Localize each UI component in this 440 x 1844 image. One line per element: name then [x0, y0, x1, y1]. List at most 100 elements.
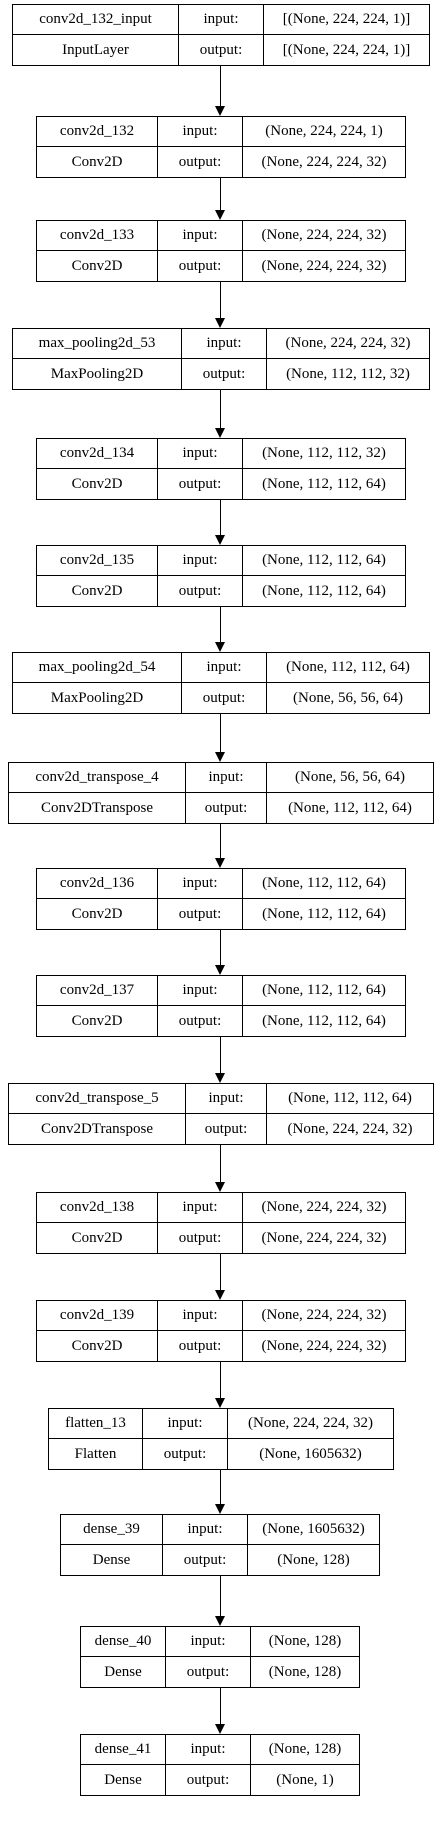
input-label: input:: [186, 763, 267, 793]
input-label: input:: [186, 1084, 267, 1114]
output-label: output:: [182, 359, 267, 389]
output-shape: (None, 112, 112, 64): [262, 475, 386, 492]
input-label: input:: [158, 439, 243, 469]
output-shape: (None, 224, 224, 32): [261, 153, 387, 170]
output-label: output:: [158, 576, 243, 606]
input-shape: (None, 128): [251, 1735, 359, 1765]
input-shape: (None, 112, 112, 64): [267, 653, 429, 683]
edge-line: [219, 1362, 221, 1398]
input-label: input:: [166, 1627, 251, 1657]
layer-type: Conv2D: [37, 147, 158, 177]
layer-type: Dense: [61, 1545, 163, 1575]
output-shape: (None, 128): [277, 1551, 350, 1568]
edge-line: [219, 178, 221, 210]
edge-line: [219, 1037, 221, 1073]
output-shape: (None, 128): [268, 1663, 342, 1680]
arrow-head-icon: [215, 1290, 225, 1300]
input-shape: [(None, 224, 224, 1)]: [264, 5, 429, 35]
input-shape: (None, 56, 56, 64): [267, 763, 433, 793]
layer-type: Conv2D: [37, 469, 158, 499]
layer-name: conv2d_132: [37, 117, 158, 147]
output-shape: (None, 1605632): [259, 1445, 362, 1462]
output-shape: [(None, 224, 224, 1)]: [282, 41, 411, 58]
edge-line: [219, 1470, 221, 1504]
edge-line: [219, 930, 221, 965]
output-label: output:: [182, 683, 267, 713]
edge-line: [219, 1688, 221, 1724]
output-label: output:: [158, 147, 243, 177]
edge-line: [219, 714, 221, 752]
layer-type: Dense: [81, 1657, 166, 1687]
layer-name: conv2d_134: [37, 439, 158, 469]
input-label: input:: [158, 117, 243, 147]
output-shape: (None, 112, 112, 32): [286, 365, 410, 382]
output-shape: (None, 112, 112, 64): [262, 905, 386, 922]
output-label: output:: [158, 251, 243, 281]
output-shape: (None, 112, 112, 64): [262, 1012, 386, 1029]
output-label: output:: [163, 1545, 248, 1575]
edge-line: [219, 1576, 221, 1616]
output-shape: (None, 112, 112, 64): [288, 799, 412, 816]
edge-line: [219, 607, 221, 642]
arrow-head-icon: [215, 642, 225, 652]
input-label: input:: [179, 5, 264, 35]
input-shape: (None, 128): [251, 1627, 359, 1657]
input-label: input:: [158, 1193, 243, 1223]
edge-line: [219, 1254, 221, 1290]
input-shape: (None, 112, 112, 64): [243, 869, 405, 899]
layer-name: conv2d_135: [37, 546, 158, 576]
input-label: input:: [166, 1735, 251, 1765]
input-shape: (None, 112, 112, 64): [267, 1084, 433, 1114]
layer-type: Conv2DTranspose: [9, 793, 186, 823]
input-shape: (None, 1605632): [248, 1515, 379, 1545]
edge-line: [219, 66, 221, 106]
edge-line: [219, 824, 221, 858]
layer-name: flatten_13: [49, 1409, 143, 1439]
layer-name: conv2d_137: [37, 976, 158, 1006]
output-shape: (None, 56, 56, 64): [293, 689, 403, 706]
layer-name: conv2d_138: [37, 1193, 158, 1223]
arrow-head-icon: [215, 1073, 225, 1083]
input-shape: (None, 112, 112, 32): [243, 439, 405, 469]
layer-name: conv2d_136: [37, 869, 158, 899]
arrow-head-icon: [215, 1398, 225, 1408]
layer-name: conv2d_133: [37, 221, 158, 251]
input-label: input:: [158, 221, 243, 251]
layer-type: Conv2D: [37, 251, 158, 281]
arrow-head-icon: [215, 965, 225, 975]
layer-type: Conv2D: [37, 1006, 158, 1036]
input-shape: (None, 112, 112, 64): [243, 976, 405, 1006]
layer-name: dense_39: [61, 1515, 163, 1545]
output-label: output:: [158, 1006, 243, 1036]
output-label: output:: [158, 1223, 243, 1253]
output-shape: (None, 224, 224, 32): [261, 1229, 387, 1246]
layer-type: Conv2DTranspose: [9, 1114, 186, 1144]
input-label: input:: [158, 1301, 243, 1331]
arrow-head-icon: [215, 752, 225, 762]
output-shape: (None, 224, 224, 32): [261, 1337, 387, 1354]
layer-name: max_pooling2d_53: [13, 329, 182, 359]
input-label: input:: [182, 329, 267, 359]
output-label: output:: [143, 1439, 228, 1469]
output-shape: (None, 1): [276, 1771, 334, 1788]
arrow-head-icon: [215, 1504, 225, 1514]
input-shape: (None, 224, 224, 32): [243, 221, 405, 251]
output-label: output:: [179, 35, 264, 65]
layer-name: conv2d_139: [37, 1301, 158, 1331]
arrow-head-icon: [215, 428, 225, 438]
layer-type: MaxPooling2D: [13, 683, 182, 713]
